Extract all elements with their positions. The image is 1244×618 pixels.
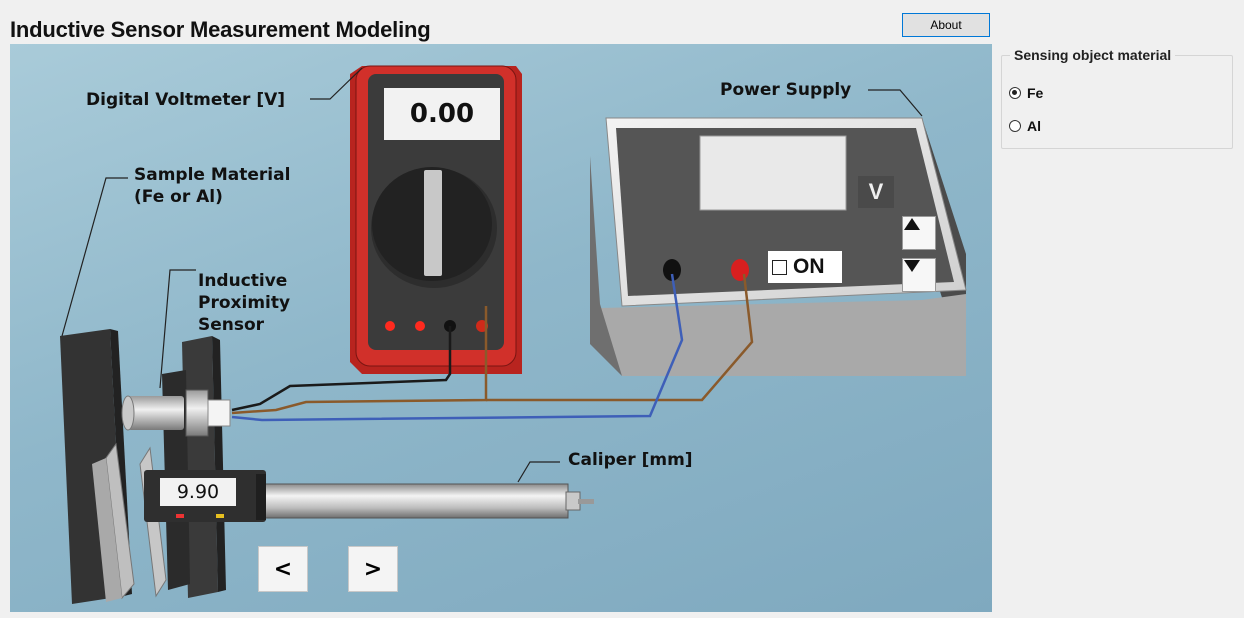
sensor-label-line2: Proximity <box>198 293 291 313</box>
power-on-label: ON <box>793 255 825 278</box>
sensor-label-line1: Inductive <box>198 271 288 291</box>
app-title: Inductive Sensor Measurement Modeling <box>10 17 431 42</box>
material-groupbox: Sensing object material Fe Al <box>1001 47 1233 149</box>
increase-distance-button[interactable]: > <box>348 546 398 592</box>
checkbox-icon <box>772 259 787 275</box>
material-groupbox-title: Sensing object material <box>1010 47 1176 63</box>
voltmeter-display: 0.00 <box>384 88 500 140</box>
radio-al[interactable]: Al <box>1009 118 1041 134</box>
radio-al-label: Al <box>1027 118 1041 134</box>
sensor-mount <box>162 336 226 598</box>
power-supply <box>590 117 967 376</box>
sample-material-label-line2: (Fe or Al) <box>134 187 223 207</box>
radio-selected-icon <box>1009 87 1021 99</box>
voltage-down-button[interactable] <box>902 258 936 292</box>
sensor-label-line3: Sensor <box>198 315 265 335</box>
decrease-distance-button[interactable]: < <box>258 546 308 592</box>
triangle-up-icon <box>904 218 920 230</box>
label-leaders <box>61 67 923 483</box>
radio-fe-label: Fe <box>1027 85 1044 101</box>
caliper-display: 9.90 <box>160 478 236 506</box>
inductive-sensor <box>121 389 231 437</box>
radio-unselected-icon <box>1009 120 1021 132</box>
power-supply-unit: V <box>858 176 894 208</box>
radio-fe[interactable]: Fe <box>1009 85 1043 101</box>
wires <box>231 273 754 422</box>
simulation-canvas: Digital Voltmeter [V] Power Supply Sampl… <box>10 44 992 612</box>
power-supply-label: Power Supply <box>720 80 852 100</box>
voltmeter-label: Digital Voltmeter [V] <box>86 90 286 110</box>
voltage-up-button[interactable] <box>902 216 936 250</box>
caliper-label: Caliper [mm] <box>568 450 693 470</box>
power-on-checkbox[interactable]: ON <box>768 251 842 283</box>
about-button[interactable]: About <box>902 13 990 37</box>
sample-material-label-line1: Sample Material <box>134 165 291 185</box>
scene-drawing <box>60 65 967 604</box>
triangle-down-icon <box>904 260 920 272</box>
voltmeter <box>350 65 522 374</box>
